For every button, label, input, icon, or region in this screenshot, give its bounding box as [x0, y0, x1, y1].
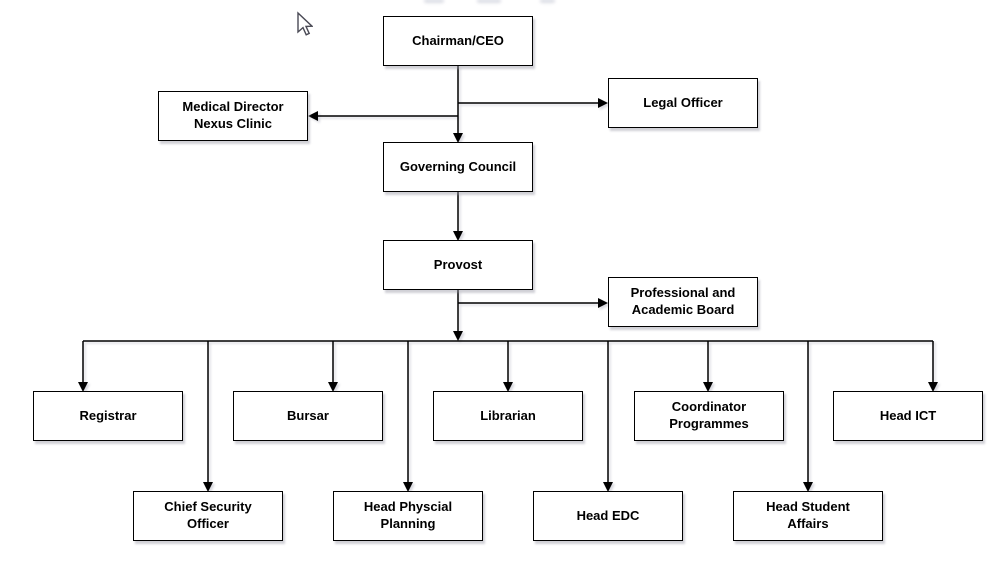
org-node-bursar[interactable]: Bursar [233, 391, 383, 441]
org-node-head-physical-planning[interactable]: Head Physcial Planning [333, 491, 483, 541]
org-node-registrar[interactable]: Registrar [33, 391, 183, 441]
org-node-chairman-ceo[interactable]: Chairman/CEO [383, 16, 533, 66]
cropped-title-fragment [477, 0, 501, 3]
arrow-pointer-icon [297, 11, 313, 36]
org-node-legal-officer[interactable]: Legal Officer [608, 78, 758, 128]
cropped-title-fragment [424, 0, 444, 3]
org-node-head-edc[interactable]: Head EDC [533, 491, 683, 541]
org-node-provost[interactable]: Provost [383, 240, 533, 290]
org-node-governing-council[interactable]: Governing Council [383, 142, 533, 192]
org-node-chief-security-officer[interactable]: Chief Security Officer [133, 491, 283, 541]
cropped-title-fragment [540, 0, 555, 3]
org-node-professional-academic-board[interactable]: Professional and Academic Board [608, 277, 758, 327]
org-node-medical-director[interactable]: Medical Director Nexus Clinic [158, 91, 308, 141]
org-node-head-student-affairs[interactable]: Head Student Affairs [733, 491, 883, 541]
org-node-coordinator-programmes[interactable]: Coordinator Programmes [634, 391, 784, 441]
org-node-head-ict[interactable]: Head ICT [833, 391, 983, 441]
org-node-librarian[interactable]: Librarian [433, 391, 583, 441]
